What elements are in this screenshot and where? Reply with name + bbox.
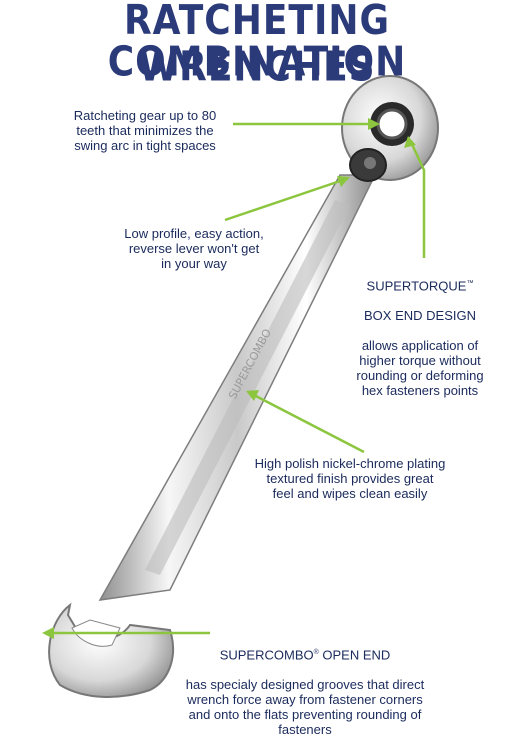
supertorque-heading2: BOX END DESIGN: [364, 308, 476, 324]
wrench-illustration: SUPERCOMBO: [42, 75, 439, 698]
callout-supertorque: SUPERTORQUE™ BOX END DESIGN allows appli…: [330, 261, 510, 398]
callout-supercombo: SUPERCOMBO® OPEN END has specialy design…: [140, 630, 470, 737]
supercombo-heading: SUPERCOMBO® OPEN END: [219, 647, 391, 663]
callout-arrows: [42, 118, 426, 639]
supertorque-text: allows application of higher torque with…: [356, 338, 484, 399]
page-title-line2: WRENCHES: [138, 43, 376, 91]
page-title-line1: RATCHETING COMBINATION: [107, 0, 407, 86]
supertorque-heading: SUPERTORQUE™: [366, 278, 474, 294]
callout-lever: Low profile, easy action, reverse lever …: [124, 226, 264, 271]
wrench-icon: SUPERCOMBO: [48, 75, 439, 698]
callout-polish: High polish nickel-chrome plating textur…: [254, 456, 446, 501]
callout-gear: Ratcheting gear up to 80 teeth that mini…: [73, 108, 217, 153]
supercombo-text: has specialy designed grooves that direc…: [185, 677, 425, 737]
